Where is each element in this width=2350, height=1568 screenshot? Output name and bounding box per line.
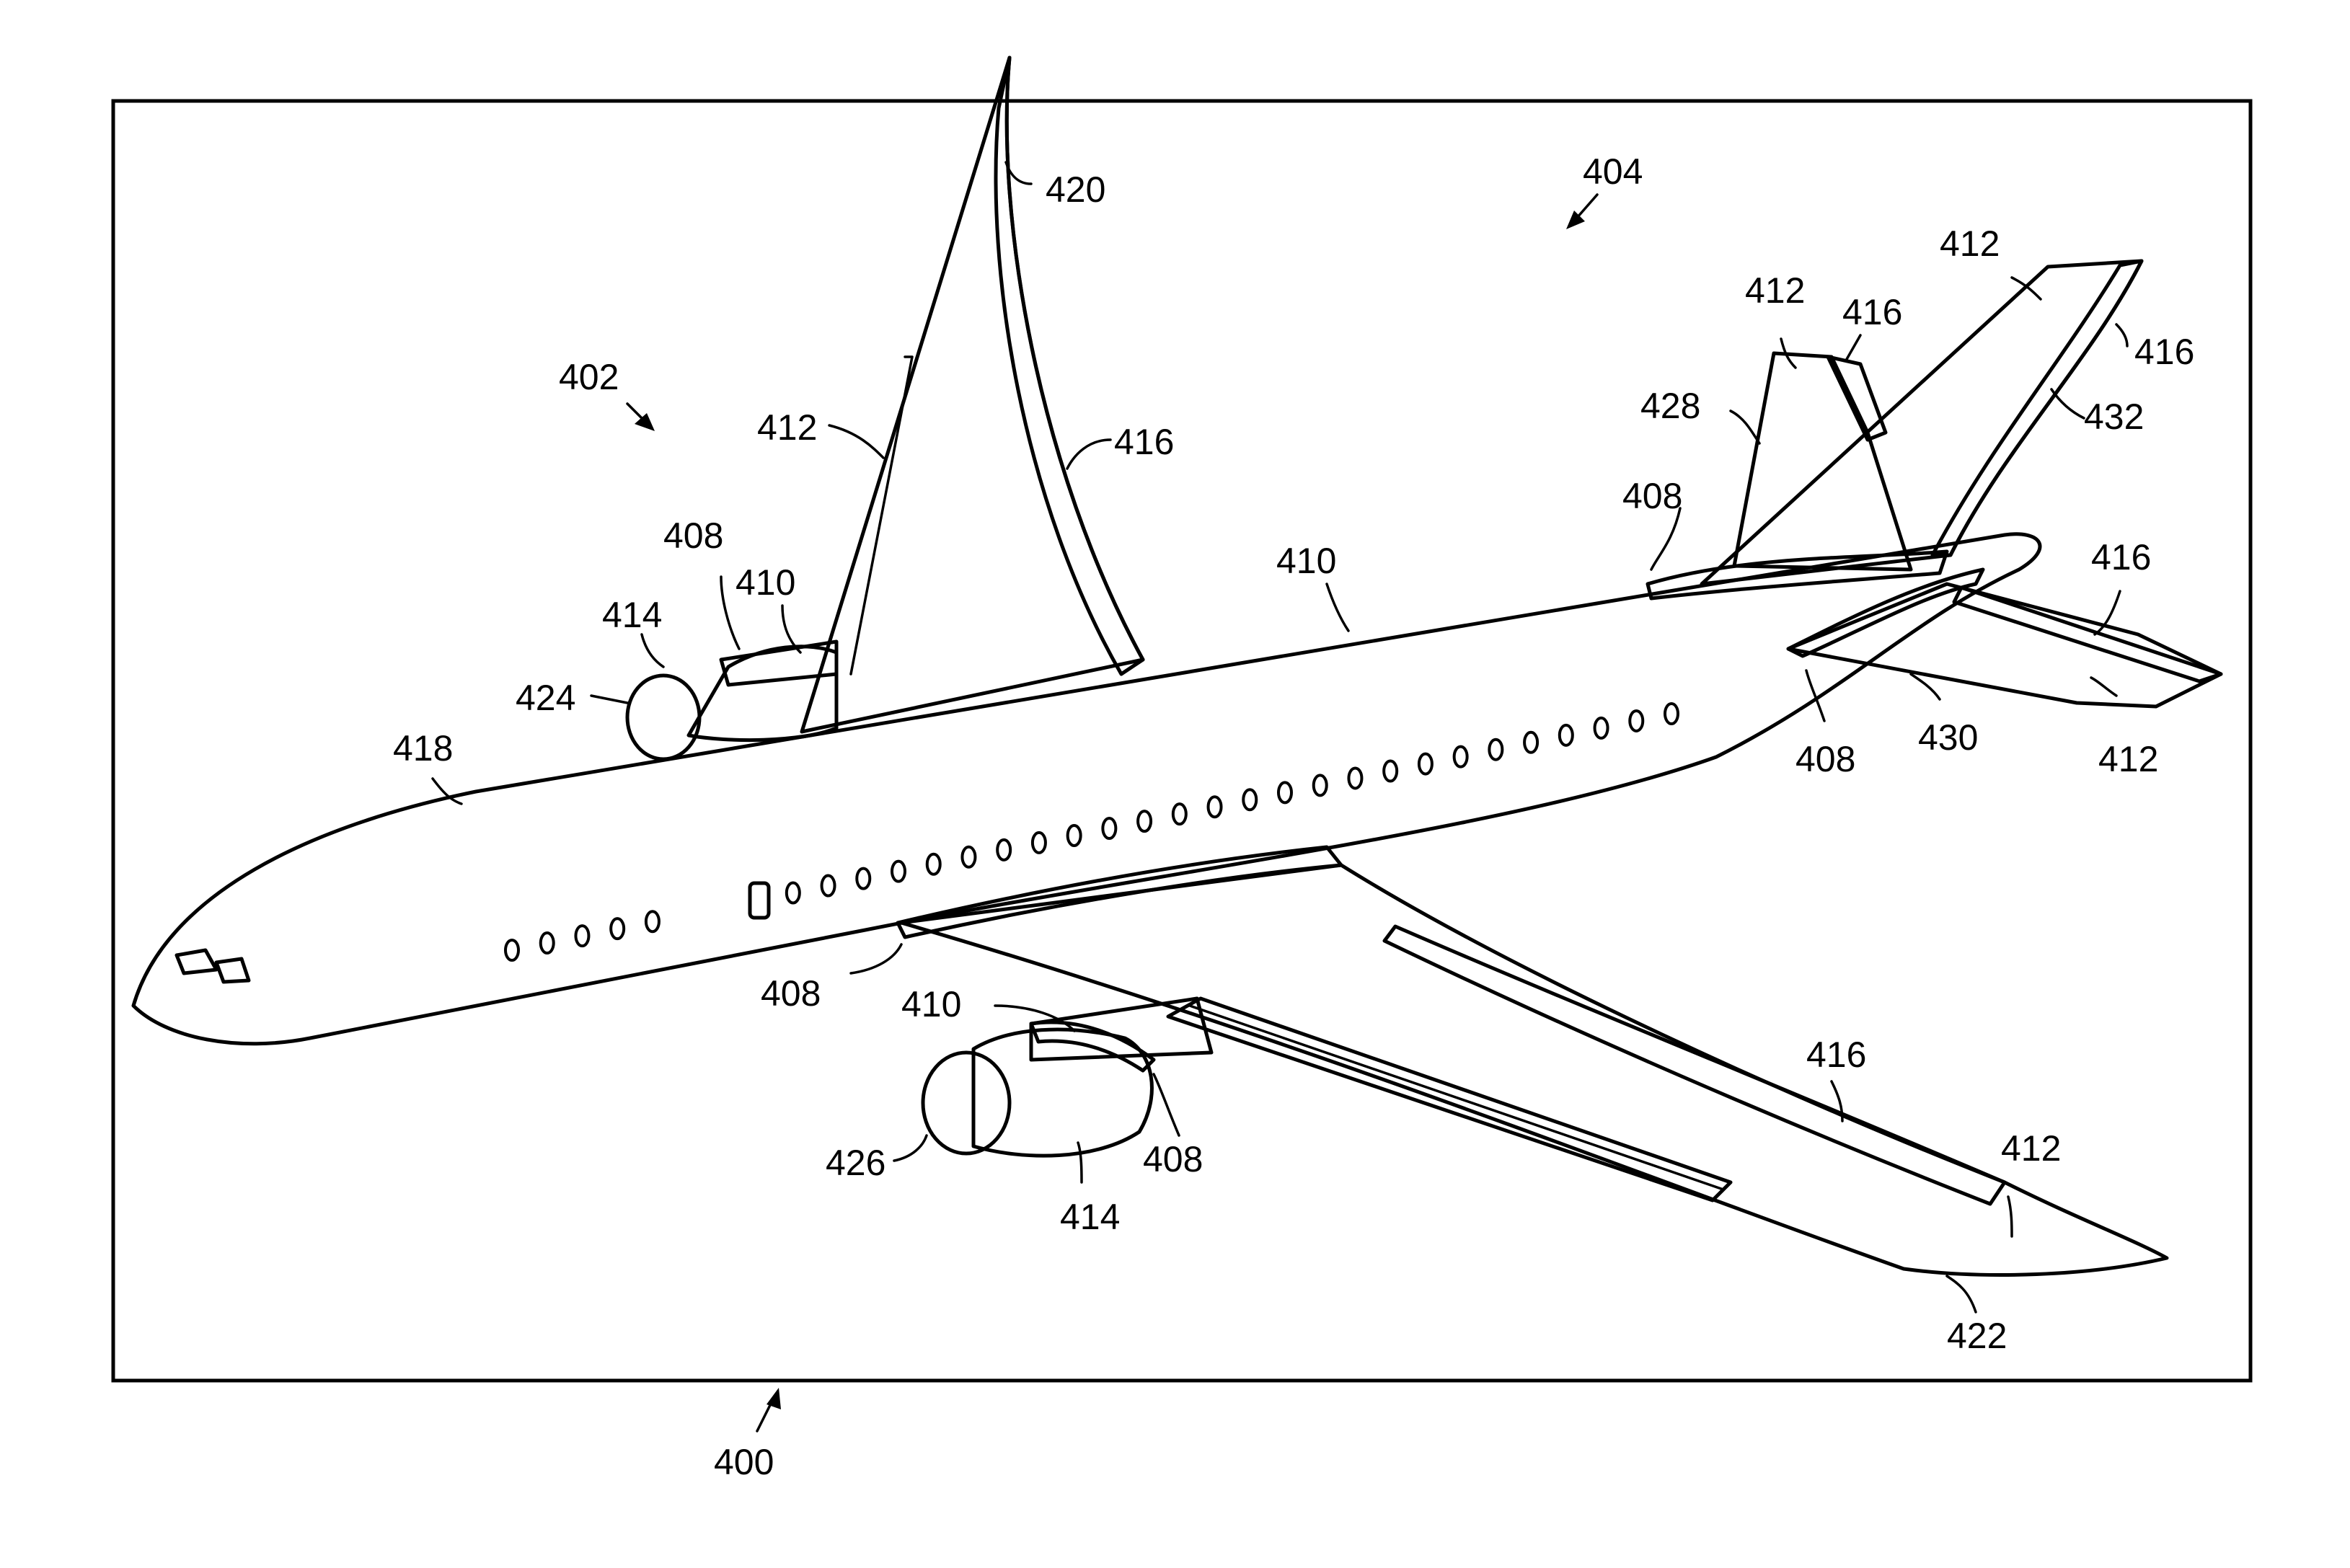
fuselage-window bbox=[1314, 775, 1327, 795]
ref-430: 430 bbox=[1918, 717, 1978, 758]
ref-432: 432 bbox=[2084, 397, 2144, 437]
ref-410: 410 bbox=[1276, 541, 1336, 581]
fuselage-window bbox=[857, 869, 870, 889]
ref-420: 420 bbox=[1046, 169, 1105, 210]
ref-410: 410 bbox=[901, 984, 961, 1024]
fuselage-window bbox=[1454, 747, 1467, 767]
fuselage-window bbox=[505, 940, 518, 960]
ref-418: 418 bbox=[393, 728, 453, 769]
fuselage-window bbox=[1630, 711, 1643, 731]
ref-416: 416 bbox=[1114, 422, 1174, 462]
ref-426: 426 bbox=[826, 1143, 885, 1183]
ref-410: 410 bbox=[736, 562, 795, 603]
ref-408: 408 bbox=[663, 515, 723, 556]
fuselage-window bbox=[1103, 818, 1116, 838]
fuselage-window bbox=[1209, 797, 1222, 817]
fuselage-window bbox=[822, 876, 835, 896]
ref-412: 412 bbox=[1745, 270, 1805, 311]
fuselage-window bbox=[1278, 782, 1291, 802]
fuselage-window bbox=[997, 840, 1010, 860]
fuselage-window bbox=[927, 854, 940, 874]
ref-412: 412 bbox=[757, 407, 817, 448]
ref-416: 416 bbox=[2134, 332, 2194, 372]
ref-416: 416 bbox=[1842, 292, 1902, 332]
fuselage-window bbox=[1068, 825, 1081, 846]
ref-408: 408 bbox=[1795, 739, 1855, 779]
ref-416: 416 bbox=[1806, 1035, 1866, 1075]
fuselage-window bbox=[611, 918, 624, 939]
ref-408: 408 bbox=[761, 973, 821, 1014]
ref-416: 416 bbox=[2091, 537, 2151, 577]
fuselage-window bbox=[1033, 833, 1046, 853]
fuselage-window bbox=[646, 911, 659, 931]
fuselage-window bbox=[962, 847, 975, 867]
ref-412: 412 bbox=[2098, 739, 2158, 779]
fuselage-window bbox=[1138, 811, 1151, 831]
fuselage-window bbox=[1595, 718, 1608, 738]
ref-422: 422 bbox=[1947, 1316, 2007, 1356]
fuselage-window bbox=[787, 882, 800, 903]
ref-414: 414 bbox=[1060, 1197, 1120, 1237]
ref-402: 402 bbox=[559, 357, 619, 397]
fuselage-window bbox=[1665, 704, 1678, 724]
ref-414: 414 bbox=[602, 595, 662, 635]
ref-400: 400 bbox=[714, 1442, 774, 1482]
ref-424: 424 bbox=[516, 678, 575, 718]
ref-404: 404 bbox=[1583, 151, 1643, 192]
fuselage-window bbox=[575, 926, 588, 946]
fuselage-window bbox=[541, 933, 554, 953]
fuselage-window bbox=[1243, 789, 1256, 810]
ref-412: 412 bbox=[1940, 223, 2000, 264]
ref-428: 428 bbox=[1640, 386, 1700, 426]
fuselage-window bbox=[1348, 768, 1361, 788]
fuselage-window bbox=[1419, 754, 1432, 774]
fuselage-window bbox=[1384, 761, 1397, 781]
fuselage-window bbox=[1524, 732, 1537, 753]
fuselage-window bbox=[1560, 725, 1573, 745]
ref-408: 408 bbox=[1143, 1139, 1203, 1179]
fuselage-window bbox=[1489, 740, 1502, 760]
ref-412: 412 bbox=[2001, 1128, 2061, 1169]
fuselage-window bbox=[892, 861, 905, 882]
ref-408: 408 bbox=[1622, 476, 1682, 516]
fuselage-window bbox=[1173, 804, 1186, 824]
